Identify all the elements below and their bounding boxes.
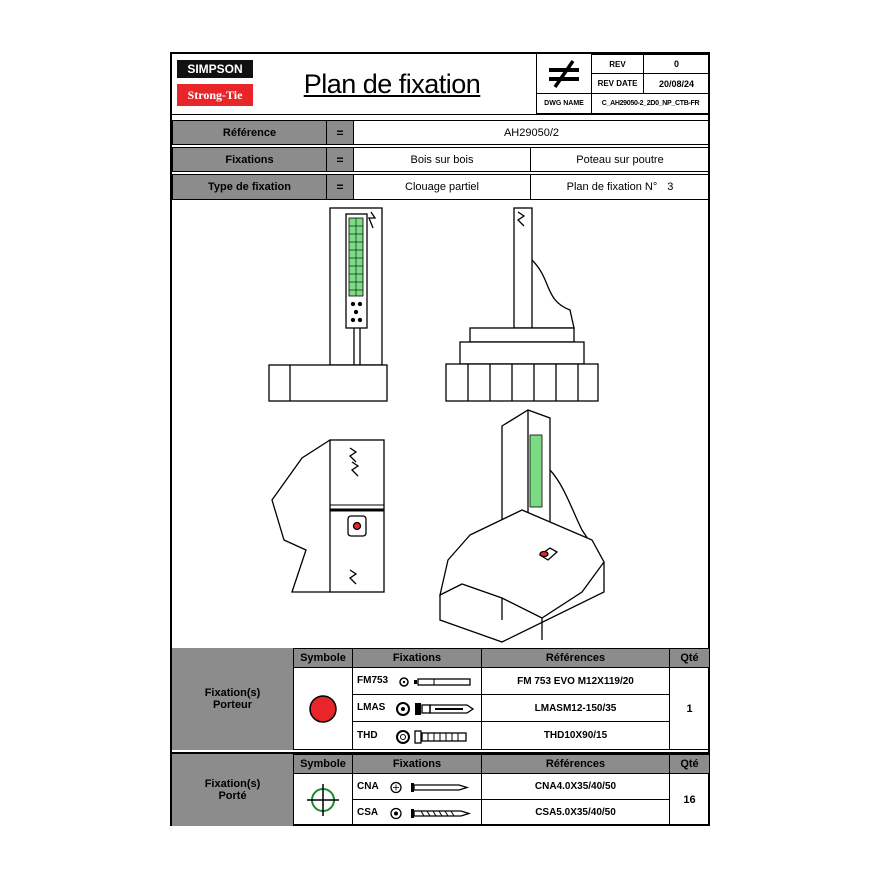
porteur-label-cell: Fixation(s) Porteur [172, 648, 294, 750]
porteur-row-3-reference: THD10X90/15 [481, 721, 670, 750]
porteur-header-symbole: Symbole [293, 648, 353, 668]
wood-screw-icon [390, 807, 472, 820]
porteur-symbol-cell [293, 667, 353, 750]
fixations-value-1: Bois sur bois [353, 147, 531, 172]
rev-label: REV [591, 54, 644, 74]
porteur-row-1-code: FM753 [357, 675, 389, 686]
porteur-row-3-fixation: THD [352, 721, 482, 750]
porteur-label-line1: Fixation(s) [204, 687, 261, 699]
porte-label-line1: Fixation(s) [204, 778, 261, 790]
rev-date-value: 20/08/24 [643, 73, 710, 94]
porte-row-1-reference: CNA4.0X35/40/50 [481, 773, 670, 800]
reference-equals: = [326, 120, 354, 145]
annular-nail-icon [390, 781, 470, 794]
anchor-bolt-icon [399, 677, 471, 687]
page-title-text: Plan de fixation [303, 68, 481, 99]
porte-row-2-reference: CSA5.0X35/40/50 [481, 799, 670, 826]
logo-simpson-text: SIMPSON [187, 62, 243, 76]
front-view-drawing [268, 207, 388, 402]
dwg-name-value: C_AH29050-2_2D0_NP_CTB-FR [591, 93, 710, 114]
dwg-name-label: DWG NAME [536, 93, 592, 114]
isometric-view-drawing [439, 409, 605, 643]
porteur-row-2-code: LMAS [357, 702, 386, 713]
drawing-area [172, 200, 710, 648]
drawing-sheet: SIMPSON Strong-Tie Plan de fixation REV … [170, 52, 710, 826]
porteur-row-1-fixation: FM753 [352, 667, 482, 695]
strongtie-logo: Strong-Tie [177, 84, 253, 106]
plan-number-cell: Plan de fixation N° 3 [530, 174, 710, 200]
header-separator [172, 114, 710, 115]
table-separator-porte [172, 752, 710, 754]
sleeve-anchor-icon [396, 702, 475, 716]
porte-label-cell: Fixation(s) Porté [172, 754, 294, 826]
fixations-label: Fixations [172, 147, 327, 172]
porte-header-fixations: Fixations [352, 754, 482, 774]
rev-date-label: REV DATE [591, 73, 644, 94]
porteur-row-3-code: THD [357, 730, 378, 741]
porte-row-2-fixation: CSA [352, 799, 482, 826]
porte-symbol-cell [293, 773, 353, 826]
reference-label: Référence [172, 120, 327, 145]
porteur-header-references: Références [481, 648, 670, 668]
porte-label-line2: Porté [218, 790, 247, 802]
plan-number-label: Plan de fixation N° [566, 181, 658, 193]
not-equal-icon [536, 54, 592, 94]
side-view-drawing [445, 207, 599, 402]
porteur-red-dot-icon [309, 694, 337, 723]
page-title: Plan de fixation [302, 64, 482, 104]
type-value: Clouage partiel [353, 174, 531, 200]
rev-divider [536, 54, 537, 114]
porteur-row-1-reference: FM 753 EVO M12X119/20 [481, 667, 670, 695]
porteur-row-2-fixation: LMAS [352, 694, 482, 722]
porte-row-2-code: CSA [357, 807, 379, 818]
porte-qty: 16 [669, 773, 710, 826]
fixations-value-2: Poteau sur poutre [530, 147, 710, 172]
porte-header-references: Références [481, 754, 670, 774]
porteur-header-fixations: Fixations [352, 648, 482, 668]
porte-row-1-code: CNA [357, 781, 379, 792]
simpson-logo: SIMPSON [177, 60, 253, 78]
concrete-screw-icon [396, 730, 467, 744]
reference-value: AH29050/2 [353, 120, 710, 145]
porte-crosshair-icon [307, 783, 339, 816]
type-label: Type de fixation [172, 174, 327, 200]
porte-header-qte: Qté [669, 754, 710, 774]
porteur-row-2-reference: LMASM12-150/35 [481, 694, 670, 722]
fixations-equals: = [326, 147, 354, 172]
porteur-header-qte: Qté [669, 648, 710, 668]
porte-header-symbole: Symbole [293, 754, 353, 774]
rev-value: 0 [643, 54, 710, 74]
type-equals: = [326, 174, 354, 200]
plan-view-drawing [271, 439, 385, 593]
porte-row-1-fixation: CNA [352, 773, 482, 800]
logo-strongtie-text: Strong-Tie [187, 87, 243, 102]
plan-number-value: 3 [667, 181, 674, 193]
porteur-label-line2: Porteur [212, 699, 253, 711]
porteur-qty: 1 [669, 667, 710, 750]
